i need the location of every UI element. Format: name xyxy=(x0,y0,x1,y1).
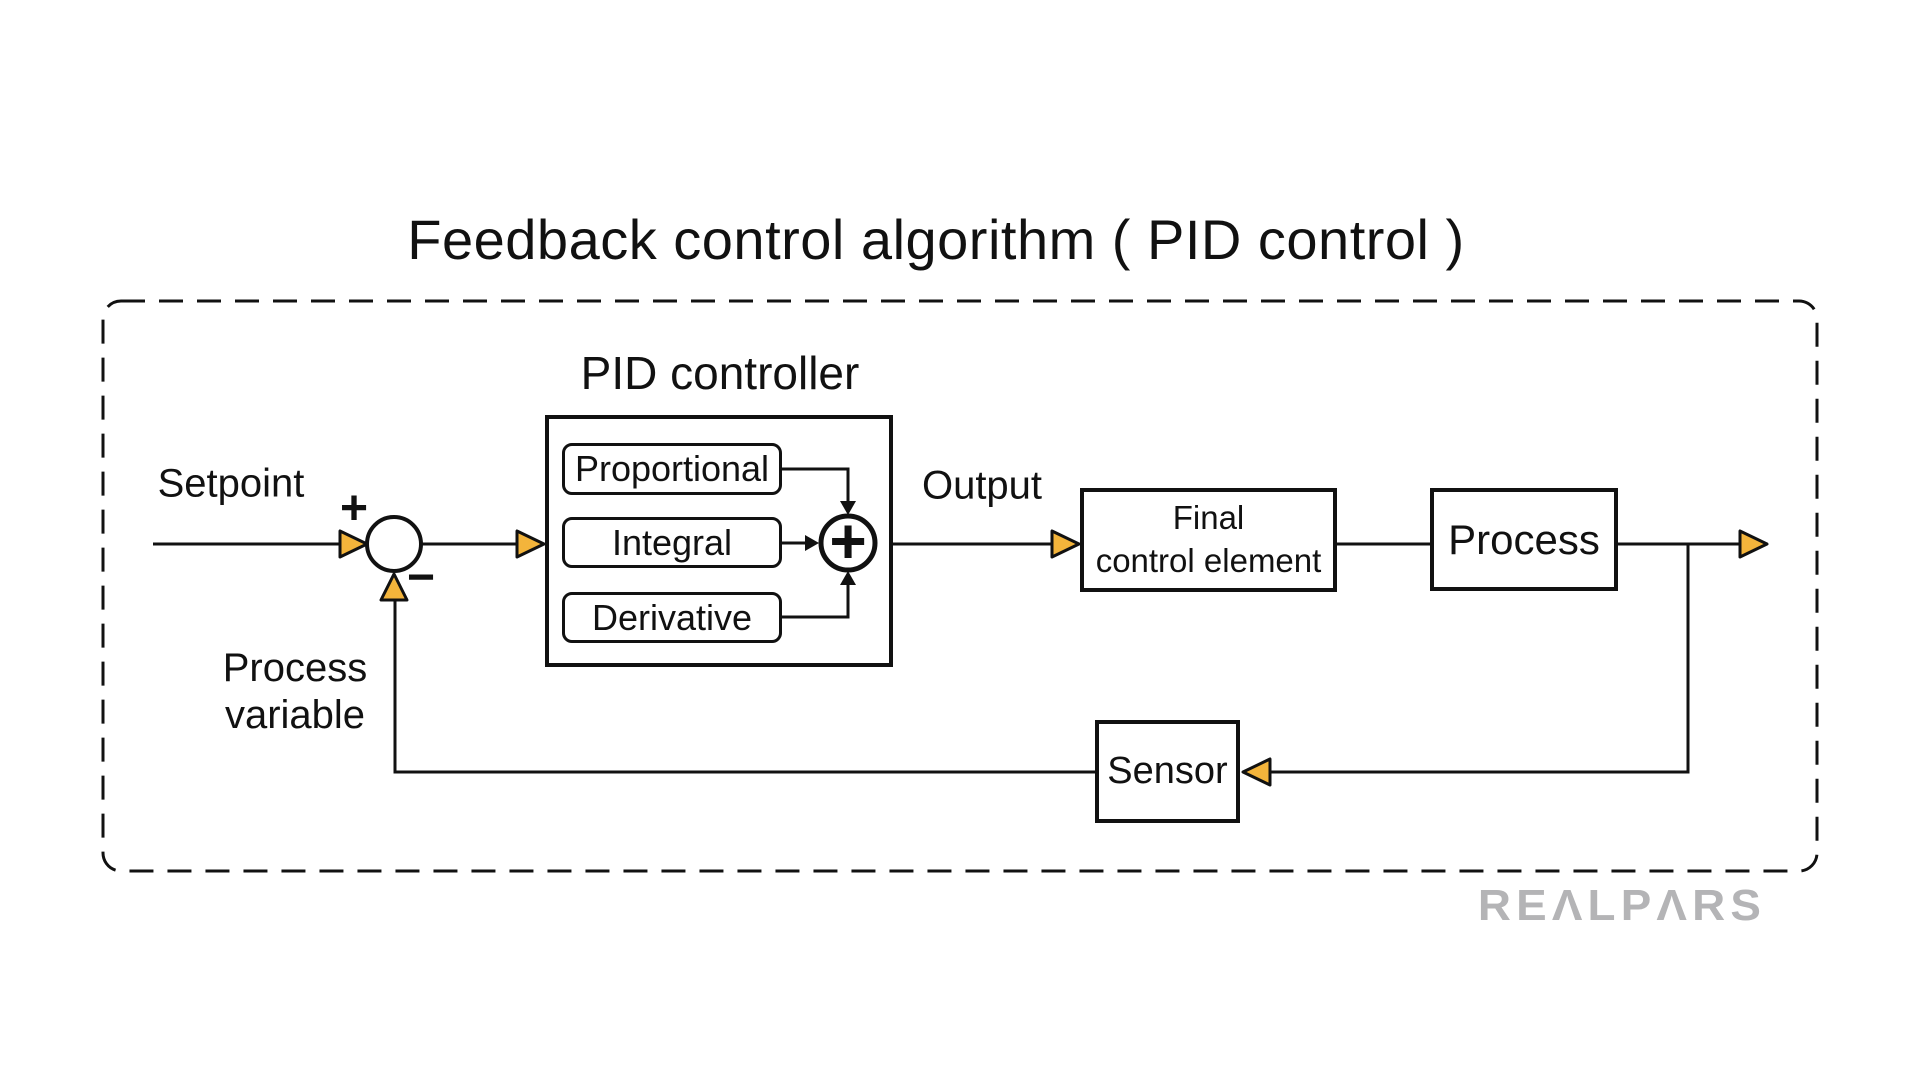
process-block: Process xyxy=(1430,488,1618,591)
proportional-block: Proportional xyxy=(562,443,782,495)
setpoint-label: Setpoint xyxy=(157,461,305,506)
arrow-into-pid-icon xyxy=(515,529,546,559)
branch-to-sensor-line xyxy=(1271,544,1690,774)
pid-sum-plus-sign: + xyxy=(829,505,867,577)
arrow-into-sensor-icon xyxy=(1241,757,1272,787)
arrow-p-into-sum-icon xyxy=(840,501,856,515)
output-label: Output xyxy=(921,463,1043,508)
derivative-connector xyxy=(782,583,850,619)
sensor-block: Sensor xyxy=(1095,720,1240,823)
pid-summation-circle xyxy=(818,513,878,573)
pid-controller-box xyxy=(545,415,893,667)
arrow-d-into-sum-icon xyxy=(840,571,856,585)
arrow-i-into-sum-icon xyxy=(805,535,819,551)
derivative-block: Derivative xyxy=(562,592,782,643)
feedback-line xyxy=(393,601,1095,774)
final-control-element-block: Final control element xyxy=(1080,488,1337,592)
minus-sign: − xyxy=(406,551,436,604)
arrow-into-fce-icon xyxy=(1050,529,1081,559)
arrow-into-sum-icon xyxy=(338,529,369,559)
summing-junction xyxy=(365,515,423,573)
diagram-boundary xyxy=(101,299,1819,873)
proportional-connector xyxy=(782,467,850,503)
arrow-feedback-into-sum-icon xyxy=(379,572,409,602)
realpars-logo: REΛLPΛRS xyxy=(1477,881,1767,931)
arrow-final-output-icon xyxy=(1738,529,1769,559)
plus-sign: + xyxy=(339,482,369,535)
integral-block: Integral xyxy=(562,517,782,568)
pid-controller-title: PID controller xyxy=(580,346,860,399)
process-variable-label: Process variable xyxy=(222,645,368,737)
page-title: Feedback control algorithm ( PID control… xyxy=(407,207,1465,271)
